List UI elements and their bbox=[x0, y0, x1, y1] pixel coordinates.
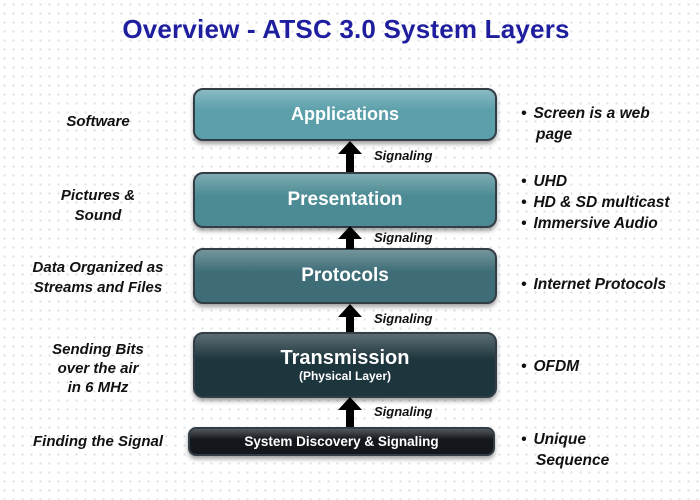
arrow-head bbox=[338, 226, 362, 239]
up-arrow-icon bbox=[337, 304, 363, 332]
right-annotation-presentation: • UHD • HD & SD multicast • Immersive Audio bbox=[521, 171, 697, 234]
signaling-label: Signaling bbox=[374, 404, 433, 419]
layer-box-protocols: Protocols bbox=[193, 248, 497, 304]
signaling-label: Signaling bbox=[374, 148, 433, 163]
left-label-line: Sound bbox=[74, 207, 122, 224]
arrow-stem bbox=[346, 317, 354, 332]
arrow-stem bbox=[346, 239, 354, 249]
up-arrow-icon bbox=[337, 141, 363, 172]
arrow-stem bbox=[346, 410, 354, 427]
bullet-line: • UHD bbox=[521, 171, 697, 192]
bullet-line: • Immersive Audio bbox=[521, 213, 697, 234]
right-annotation-transmission: • OFDM bbox=[521, 356, 697, 377]
left-label-line: Software bbox=[66, 113, 130, 130]
signaling-label: Signaling bbox=[374, 230, 433, 245]
left-label-discovery: Finding the Signal bbox=[8, 432, 188, 452]
layer-box-presentation: Presentation bbox=[193, 172, 497, 228]
left-label-line: in 6 MHz bbox=[67, 379, 129, 396]
right-annotation-applications: • Screen is a web page bbox=[521, 103, 697, 145]
layer-box-transmission: Transmission (Physical Layer) bbox=[193, 332, 497, 398]
bullet-text: Immersive Audio bbox=[533, 215, 658, 232]
left-label-line: Finding the Signal bbox=[33, 433, 163, 450]
bullet-line: • Unique bbox=[521, 429, 697, 450]
bullet-text: Internet Protocols bbox=[533, 276, 667, 293]
left-label-line: Sending Bits bbox=[52, 341, 144, 358]
bullet-icon: • bbox=[521, 194, 527, 211]
bullet-icon: • bbox=[521, 358, 527, 375]
up-arrow-icon bbox=[337, 397, 363, 427]
bullet-icon: • bbox=[521, 215, 527, 232]
layer-sublabel: (Physical Layer) bbox=[298, 369, 392, 383]
right-annotation-discovery: • Unique Sequence bbox=[521, 429, 697, 471]
left-label-line: Data Organized as bbox=[32, 259, 164, 276]
layer-label: Protocols bbox=[301, 265, 389, 286]
bullet-icon: • bbox=[521, 276, 527, 293]
left-label-transmission: Sending Bits over the air in 6 MHz bbox=[8, 340, 188, 397]
layer-box-discovery: System Discovery & Signaling bbox=[188, 427, 495, 456]
bullet-line: • OFDM bbox=[521, 356, 697, 377]
bullet-line: Sequence bbox=[521, 450, 697, 471]
bullet-line: • Internet Protocols bbox=[521, 274, 697, 295]
layer-label: Presentation bbox=[287, 189, 403, 210]
left-label-line: Pictures & bbox=[60, 187, 136, 204]
layer-label: Transmission bbox=[280, 347, 410, 369]
left-label-line: Streams and Files bbox=[33, 279, 163, 296]
bullet-text: UHD bbox=[533, 173, 568, 190]
up-arrow-icon bbox=[337, 226, 363, 249]
arrow-stem bbox=[346, 154, 354, 172]
signaling-label: Signaling bbox=[374, 311, 433, 326]
left-label-applications: Software bbox=[8, 112, 188, 132]
layer-label: System Discovery & Signaling bbox=[244, 434, 439, 449]
bullet-icon: • bbox=[521, 105, 527, 122]
layer-label: Applications bbox=[290, 104, 399, 124]
arrow-head bbox=[338, 304, 362, 317]
bullet-icon: • bbox=[521, 431, 527, 448]
right-annotation-protocols: • Internet Protocols bbox=[521, 274, 697, 295]
left-label-presentation: Pictures & Sound bbox=[8, 186, 188, 226]
left-label-line: over the air bbox=[57, 360, 139, 377]
bullet-text: OFDM bbox=[533, 358, 580, 375]
bullet-line: • Screen is a web bbox=[521, 103, 697, 124]
bullet-text: Sequence bbox=[536, 452, 610, 469]
bullet-icon: • bbox=[521, 173, 527, 190]
bullet-text: HD & SD multicast bbox=[533, 194, 670, 211]
bullet-line: page bbox=[521, 124, 697, 145]
arrow-head bbox=[338, 397, 362, 410]
arrow-head bbox=[338, 141, 362, 154]
layer-box-applications: Applications bbox=[193, 88, 497, 141]
bullet-text: Unique bbox=[533, 431, 586, 448]
left-label-protocols: Data Organized as Streams and Files bbox=[8, 258, 188, 298]
bullet-text: page bbox=[536, 126, 573, 143]
bullet-text: Screen is a web bbox=[533, 105, 650, 122]
bullet-line: • HD & SD multicast bbox=[521, 192, 697, 213]
page-title: Overview - ATSC 3.0 System Layers bbox=[122, 14, 570, 44]
